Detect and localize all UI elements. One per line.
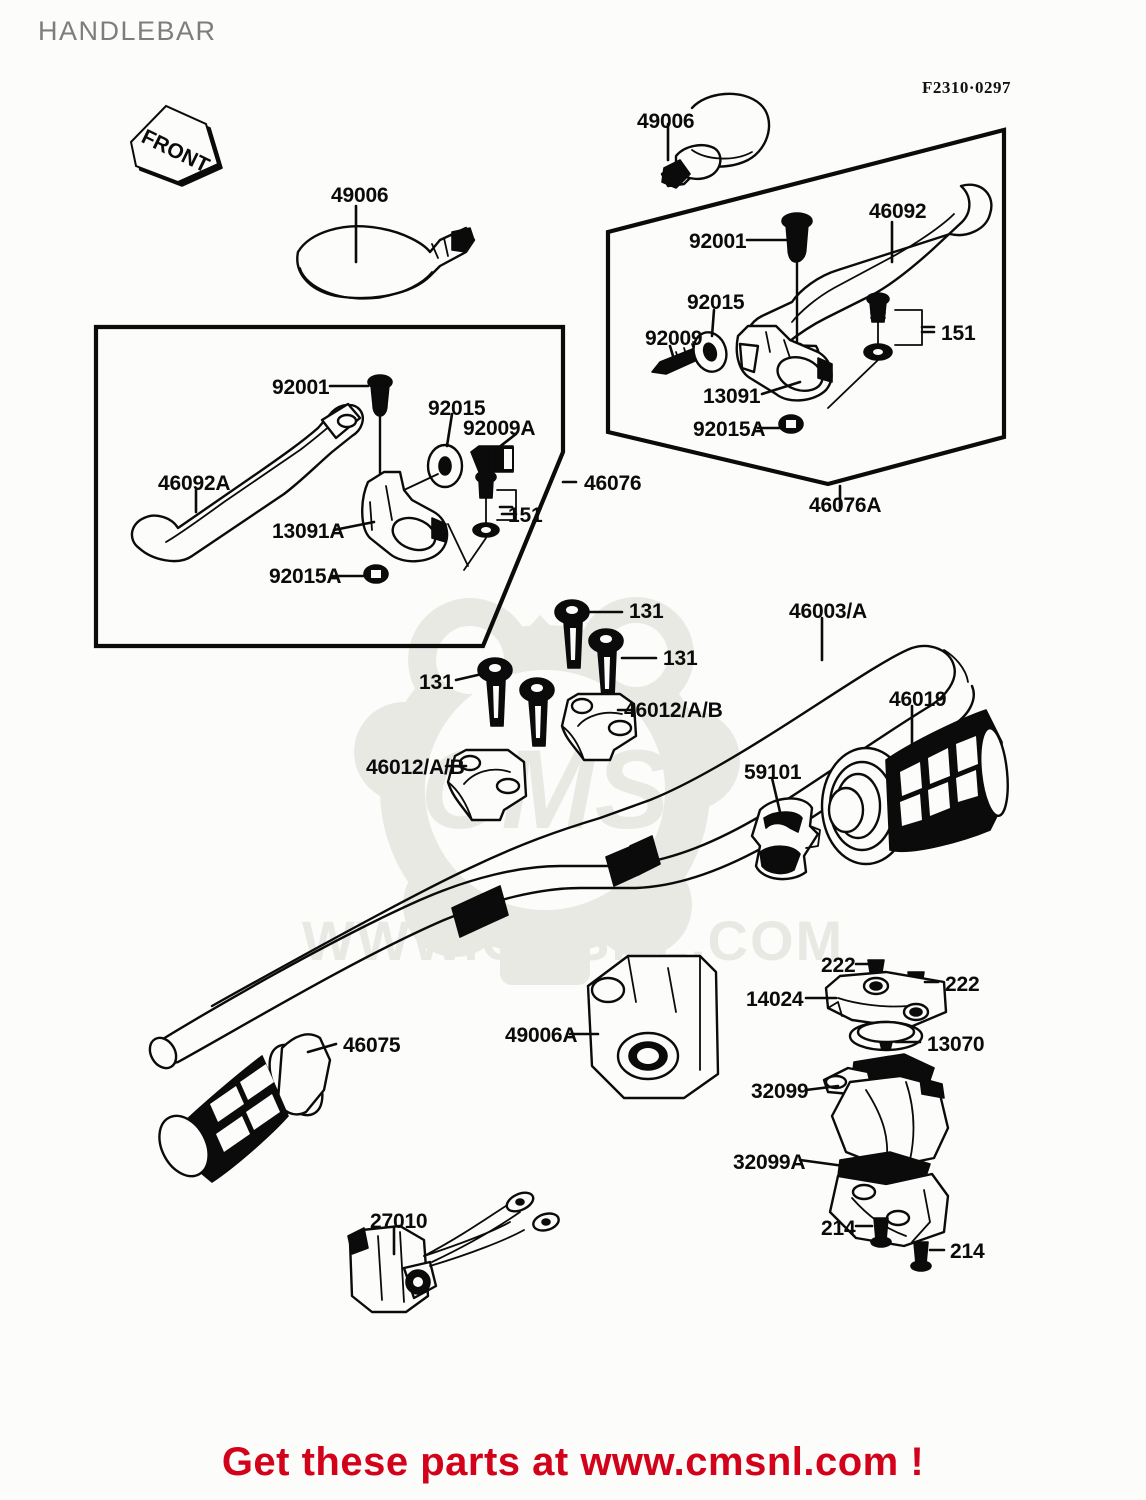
part-32099A-housing [828,1151,950,1248]
part-131-bolts [477,599,624,747]
footer-cta[interactable]: Get these parts at www.cmsnl.com ! [221,1440,925,1484]
callout-13091A[interactable]: 13091A [272,520,345,543]
callout-131-a[interactable]: 131 [629,600,664,623]
callout-92015A-left[interactable]: 92015A [269,565,342,588]
part-13091-holder [735,324,833,402]
callout-222-a[interactable]: 222 [821,954,856,977]
callout-92001-right[interactable]: 92001 [689,230,747,253]
part-59101-clamp [750,797,821,881]
callout-46092[interactable]: 46092 [869,200,927,223]
part-92009A-bolt [470,445,514,473]
part-46075-grip [158,1033,332,1183]
cmsnl-url-watermark: WWW.CMSNL.COM [302,909,844,972]
callout-151-left[interactable]: 151 [508,504,543,527]
callout-214-b[interactable]: 214 [950,1240,985,1263]
callout-59101[interactable]: 59101 [744,761,802,784]
part-13091A-holder [361,470,449,563]
callout-92001-left[interactable]: 92001 [272,376,330,399]
callout-49006-top-right[interactable]: 49006 [637,110,695,133]
part-32099-housing [822,1053,950,1170]
callout-46012AB-upper[interactable]: 46012/A/B [624,699,723,722]
callout-92015A-right[interactable]: 92015A [693,418,766,441]
callout-49006A[interactable]: 49006A [505,1024,578,1047]
part-92015-washer-left [426,443,464,489]
callout-13091[interactable]: 13091 [703,385,761,408]
assembly-box-46076 [93,324,566,649]
callout-49006-top-left[interactable]: 49006 [331,184,389,207]
callout-46019[interactable]: 46019 [889,688,947,711]
callout-46076A[interactable]: 46076A [809,494,882,517]
callout-46012AB-lower[interactable]: 46012/A/B [366,756,465,779]
part-13070-seal [848,1020,924,1052]
assembly-box-46076A [605,127,1007,487]
part-151-bolt-right [827,292,936,409]
part-46092A-lever [130,402,364,563]
callout-32099[interactable]: 32099 [751,1080,809,1103]
callout-46003A[interactable]: 46003/A [789,600,867,623]
callout-222-b[interactable]: 222 [945,973,980,996]
callout-13070[interactable]: 13070 [927,1033,985,1056]
callout-151-right[interactable]: 151 [941,322,976,345]
callout-46075[interactable]: 46075 [343,1034,401,1057]
part-49006-top-right [660,92,771,189]
callout-14024[interactable]: 14024 [746,988,804,1011]
part-151-bolt-left [447,470,517,571]
callout-131-c[interactable]: 131 [419,671,454,694]
callout-131-b[interactable]: 131 [663,647,698,670]
part-49006-top-left [296,225,476,300]
part-46012AB-clamp-lower [446,748,528,822]
callout-92015-left[interactable]: 92015 [428,397,486,420]
part-92015A-nut-left [363,564,389,584]
part-14024-cover [824,970,948,1030]
page-title: HANDLEBAR [38,16,217,46]
leader-lines [194,122,946,1256]
svg-text:WWW.CMSNL.COM: WWW.CMSNL.COM [302,909,844,972]
callout-92015-right[interactable]: 92015 [687,291,745,314]
callout-27010[interactable]: 27010 [370,1210,428,1233]
part-46019-grip [820,709,1009,866]
callout-92009[interactable]: 92009 [645,327,703,350]
callout-214-a[interactable]: 214 [821,1217,856,1240]
front-arrow-icon: FRONT [129,104,223,187]
callout-92009A[interactable]: 92009A [463,417,536,440]
diagram-code: F2310·0297 [922,78,1012,97]
callout-46076[interactable]: 46076 [584,472,642,495]
part-49006A-holder [586,954,720,1100]
part-92015A-nut-right [778,414,804,434]
part-92015-washer-right [692,331,728,373]
part-27010-switch [347,1191,560,1314]
part-214-screws [870,1217,932,1272]
callout-46092A[interactable]: 46092A [158,472,231,495]
callout-32099A[interactable]: 32099A [733,1151,806,1174]
